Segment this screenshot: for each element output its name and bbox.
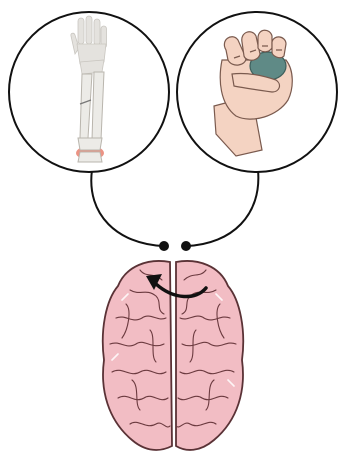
right-connector-dot: [181, 241, 191, 251]
right-panel: [177, 12, 337, 172]
left-panel: [9, 12, 169, 172]
connector-lines: [91, 170, 258, 246]
right-connector: [187, 170, 258, 246]
left-connector-dot: [159, 241, 169, 251]
left-connector: [91, 170, 163, 246]
brain-top-view-icon: [103, 261, 243, 450]
right-hemisphere: [176, 261, 243, 450]
